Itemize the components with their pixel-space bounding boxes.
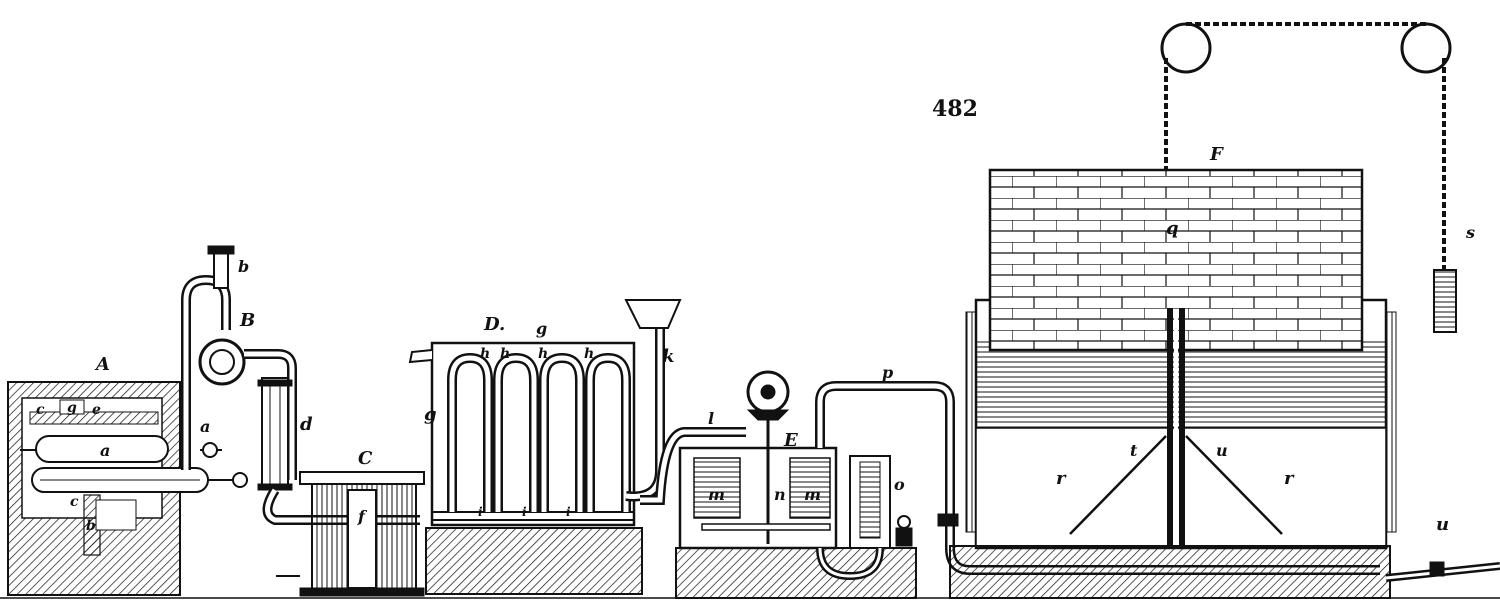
label-f: f	[357, 507, 368, 526]
label-i-1: i	[478, 505, 483, 519]
label-b-tube: b	[238, 257, 249, 276]
label-u-outlet: u	[1436, 514, 1449, 535]
label-g-furnace: g	[67, 400, 77, 416]
label-p: p	[882, 363, 893, 382]
label-t: t	[1130, 441, 1138, 460]
furnace-a	[7, 381, 248, 596]
label-l: l	[708, 409, 714, 428]
label-o: o	[894, 475, 905, 494]
label-u-tank: u	[1216, 441, 1228, 460]
label-r-left: r	[1056, 468, 1067, 489]
label-h-1: h	[500, 346, 510, 362]
label-g-left: g	[424, 404, 437, 425]
label-h-2: h	[538, 346, 548, 362]
label-b-lower: b	[86, 518, 96, 534]
label-a-retort: a	[100, 441, 110, 460]
label-k: k	[662, 346, 674, 367]
label-g-D: g	[536, 319, 547, 338]
figure-number: 482	[932, 96, 978, 122]
label-d: d	[300, 414, 313, 435]
label-q: q	[1166, 218, 1179, 239]
label-C: C	[358, 448, 373, 469]
label-B: B	[239, 310, 255, 331]
purifier-e	[640, 370, 1380, 599]
gas-tube-b	[181, 245, 420, 525]
label-c-lower: c	[70, 494, 79, 510]
label-F: F	[1209, 144, 1224, 165]
label-E: E	[783, 430, 798, 451]
label-A: A	[94, 354, 110, 375]
label-i-2: i	[522, 505, 527, 519]
label-h-4: h	[480, 346, 490, 362]
condenser-loops	[447, 352, 631, 512]
label-h-3: h	[584, 346, 594, 362]
label-c-top-left: c	[36, 402, 45, 418]
label-n: n	[774, 485, 786, 504]
condenser-d	[408, 299, 682, 595]
label-m-1: m	[708, 485, 725, 504]
label-s: s	[1465, 223, 1475, 242]
label-D: D.	[483, 314, 505, 335]
washer-c	[276, 471, 425, 597]
label-a-valve: a	[200, 417, 210, 436]
label-i-3: i	[566, 505, 571, 519]
label-m-2: m	[804, 485, 821, 504]
gasholder-f	[949, 22, 1500, 599]
label-r-right: r	[1284, 468, 1295, 489]
label-e: e	[92, 402, 101, 418]
